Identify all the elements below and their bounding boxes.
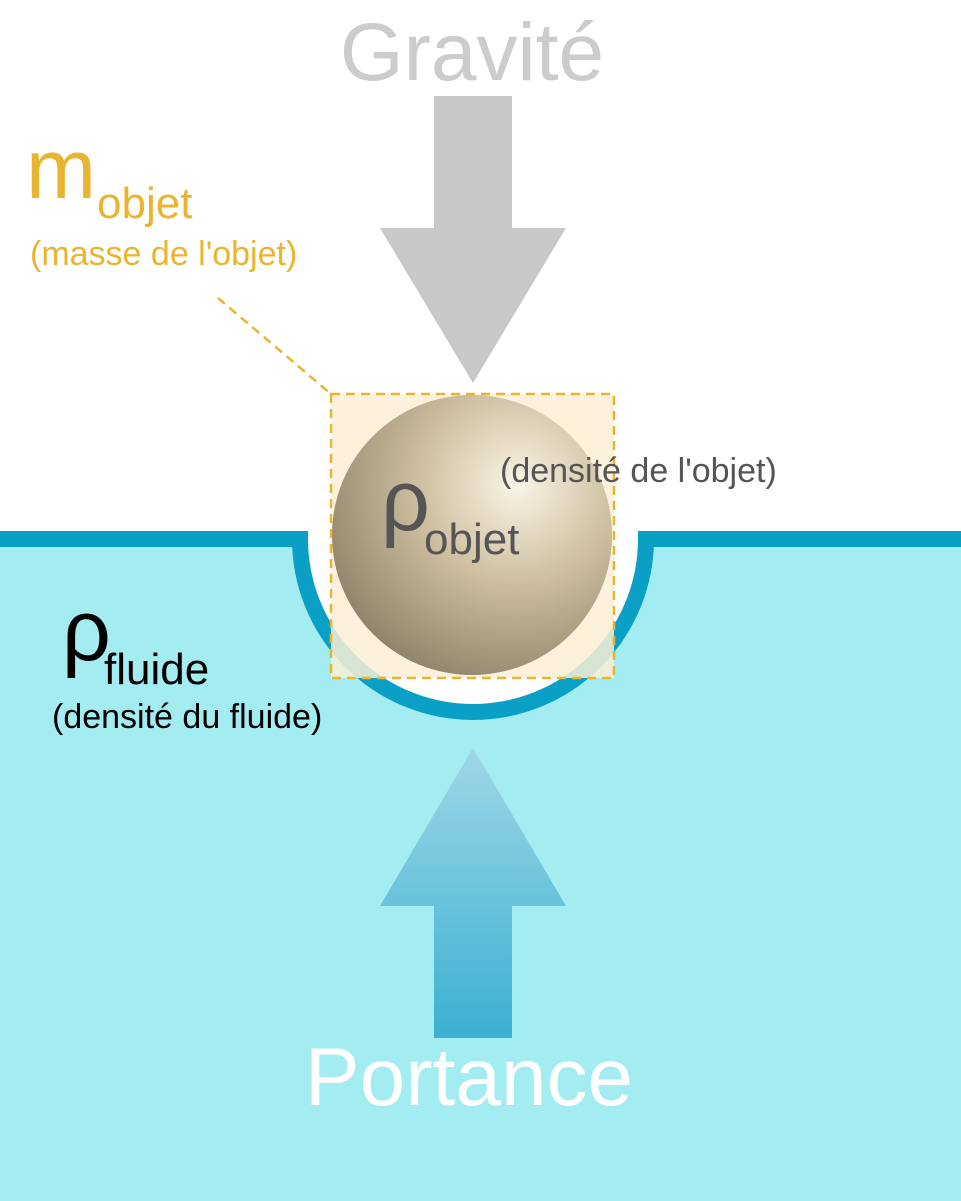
object-density-subscript: objet	[424, 515, 519, 564]
gravity-arrow	[380, 96, 566, 383]
mass-symbol: m	[26, 122, 96, 216]
fluid-surface	[0, 531, 961, 720]
mass-description: (masse de l'objet)	[30, 235, 297, 273]
fluid-density-description: (densité du fluide)	[52, 698, 322, 736]
fluid-density-subscript: fluide	[104, 645, 209, 694]
mass-leader-line	[217, 297, 332, 395]
object-mass-box-outline	[329, 392, 616, 680]
lift-arrow	[380, 748, 566, 1038]
fluid-density-symbol: ρ	[62, 583, 111, 679]
object-density-symbol: ρ	[381, 453, 430, 549]
gravity-label: Gravité	[340, 7, 604, 98]
object-sphere	[332, 395, 612, 675]
mass-subscript: objet	[97, 179, 192, 228]
object-density-description: (densité de l'objet)	[500, 452, 777, 490]
lift-label: Portance	[305, 1032, 633, 1123]
